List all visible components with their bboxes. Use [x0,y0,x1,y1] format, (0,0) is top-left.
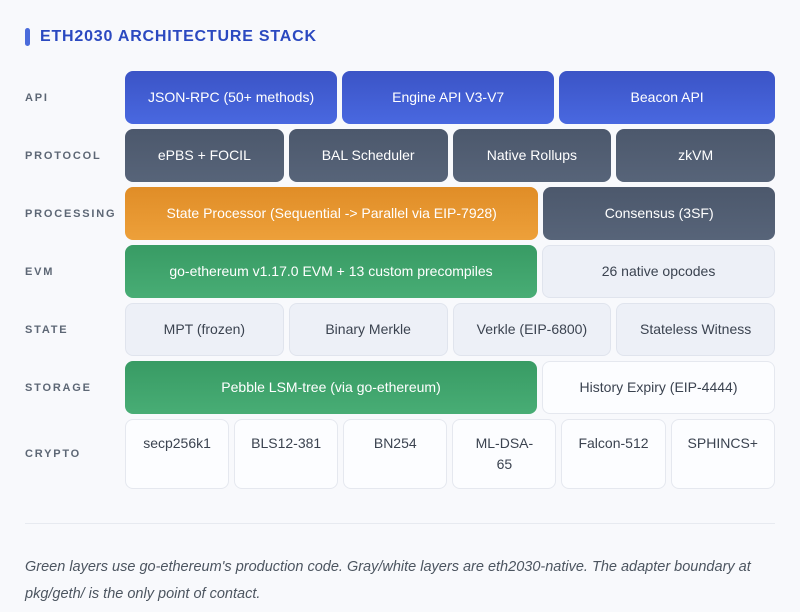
footer-divider [25,523,775,524]
row-blocks: State Processor (Sequential -> Parallel … [125,187,775,240]
row-blocks: Pebble LSM-tree (via go-ethereum)History… [125,361,775,414]
stack-row-processing: PROCESSING State Processor (Sequential ->… [25,187,775,240]
stack-block: History Expiry (EIP-4444) [542,361,775,414]
stack-row-evm: EVM go-ethereum v1.17.0 EVM + 13 custom p… [25,245,775,298]
row-label-protocol: PROTOCOL [25,149,102,162]
stack-block: BAL Scheduler [288,129,448,182]
stack-block: JSON-RPC (50+ methods) [125,71,338,124]
stack-block: State Processor (Sequential -> Parallel … [125,187,539,240]
row-label-storage: STORAGE [25,381,92,394]
stack-block: Stateless Witness [616,303,775,356]
stack-block: Binary Merkle [288,303,448,356]
stack-block: MPT (frozen) [125,303,284,356]
diagram-header: ETH2030 ARCHITECTURE STACK [25,28,775,46]
stack-block: Falcon-512 [561,419,666,489]
stack-block: Pebble LSM-tree (via go-ethereum) [125,361,538,414]
page-title: ETH2030 ARCHITECTURE STACK [40,28,317,45]
row-label-processing: PROCESSING [25,207,117,220]
stack-block: ePBS + FOCIL [125,129,284,182]
stack-block: Consensus (3SF) [543,187,775,240]
stack-row-api: API JSON-RPC (50+ methods)Engine API V3-V… [25,71,775,124]
stack-block: secp256k1 [125,419,230,489]
stack-block: Beacon API [559,71,775,124]
stack-block: SPHINCS+ [670,419,775,489]
row-label-evm: EVM [25,265,55,278]
row-blocks: go-ethereum v1.17.0 EVM + 13 custom prec… [125,245,775,298]
stack-block: go-ethereum v1.17.0 EVM + 13 custom prec… [125,245,538,298]
stack-block: BLS12-381 [234,419,339,489]
footer-note: Green layers use go-ethereum's productio… [25,558,751,603]
stack-block: Verkle (EIP-6800) [452,303,612,356]
stack-row-storage: STORAGE Pebble LSM-tree (via go-ethereum)… [25,361,775,414]
stack-block: ML-DSA-65 [452,419,557,489]
stack-block: 26 native opcodes [542,245,775,298]
row-label-api: API [25,91,49,104]
stack-block: zkVM [616,129,775,182]
title-accent-bar [25,28,30,46]
stack-block: BN254 [343,419,448,489]
row-label-state: STATE [25,323,69,336]
row-label-crypto: CRYPTO [25,448,82,460]
stack-block: Native Rollups [452,129,612,182]
stack-diagram: API JSON-RPC (50+ methods)Engine API V3-V… [25,71,775,489]
stack-block: Engine API V3-V7 [342,71,555,124]
